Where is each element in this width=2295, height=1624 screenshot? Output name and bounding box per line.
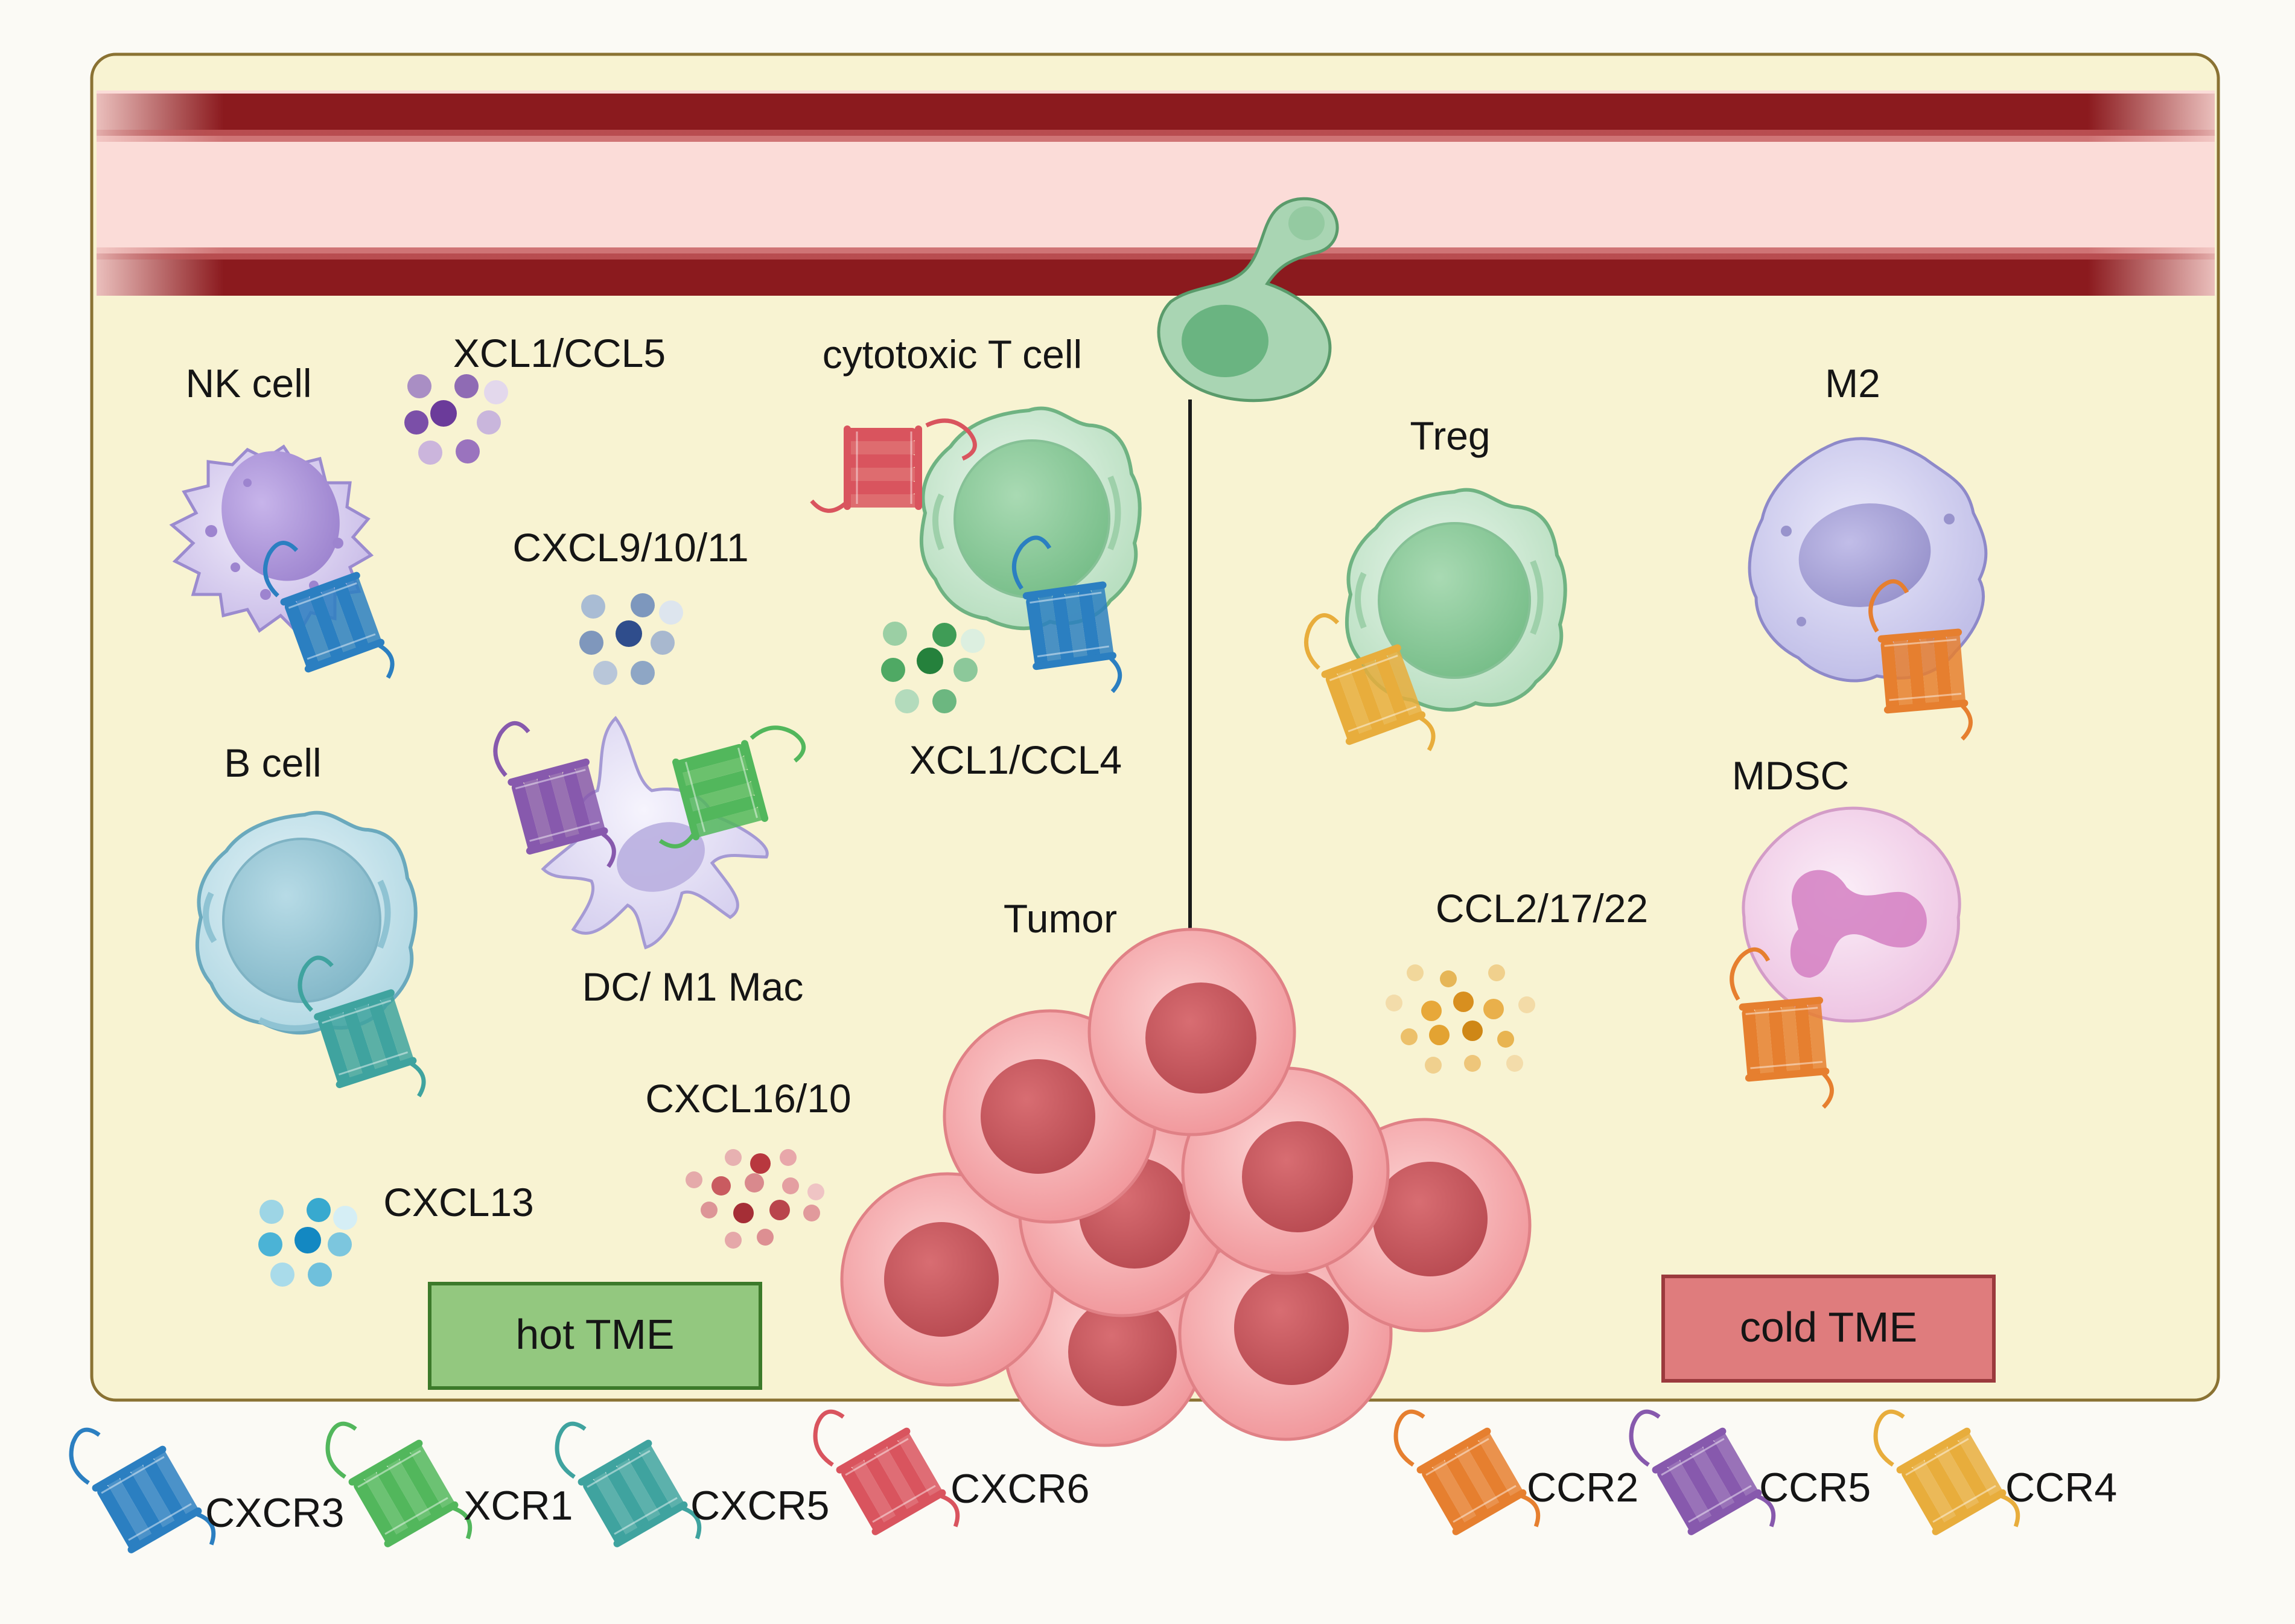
legend: CXCR3 XCR1 CXCR5 CXCR6 CCR2 CCR5 CCR4: [60, 1380, 2117, 1585]
legend-item-cxcr6: CXCR6: [804, 1380, 1090, 1567]
chemokine-dots-cxcl16-10: [686, 1149, 824, 1249]
tumor-cell: [1087, 928, 1296, 1136]
cytotoxic-t-cell: [922, 409, 1140, 629]
vessel-wall-bottom: [97, 253, 2215, 296]
dc-m1-macrophage: [541, 716, 769, 950]
xcl1-ccl4-label: XCL1/CCL4: [909, 737, 1122, 782]
hot-tme-box: hot TME: [428, 1282, 762, 1390]
chemokine-dots-xcl1-ccl5: [404, 374, 508, 465]
hot-tme-label: hot TME: [515, 1311, 674, 1358]
cxcl13-label: CXCL13: [383, 1180, 533, 1224]
legend-label: XCR1: [463, 1483, 573, 1529]
cxcl16-10-label: CXCL16/10: [645, 1076, 851, 1121]
nk-cell-label: NK cell: [185, 361, 311, 406]
nk-cell: [169, 444, 374, 637]
legend-item-ccr4: CCR4: [1865, 1380, 2117, 1567]
extravasating-t-cell: [1157, 197, 1339, 403]
ccl2-17-22-label: CCL2/17/22: [1436, 886, 1648, 931]
b-cell: [197, 813, 416, 1033]
legend-item-cxcr5: CXCR5: [546, 1392, 830, 1579]
mdsc-cell: [1742, 806, 1961, 1023]
chemokine-dots-cxcl13: [258, 1198, 357, 1287]
tumor-cluster: [840, 928, 1532, 1447]
chemokine-dots-ccl2-17-22: [1386, 964, 1535, 1074]
b-cell-label: B cell: [224, 740, 321, 785]
tumor-label: Tumor: [1004, 896, 1117, 941]
legend-label: CCR5: [1759, 1465, 1871, 1511]
m2-label: M2: [1825, 361, 1880, 406]
cold-tme-box: cold TME: [1661, 1275, 1996, 1383]
legend-item-xcr1: XCR1: [317, 1392, 573, 1579]
legend-item-cxcr3: CXCR3: [60, 1398, 345, 1585]
legend-label: CXCR5: [690, 1483, 830, 1529]
legend-label: CCR2: [1527, 1465, 1638, 1511]
legend-item-ccr2: CCR2: [1385, 1380, 1638, 1567]
legend-label: CXCR3: [205, 1490, 345, 1536]
legend-item-ccr5: CCR5: [1620, 1380, 1871, 1567]
treg-label: Treg: [1410, 413, 1490, 458]
ctl-label: cytotoxic T cell: [823, 332, 1082, 377]
legend-label: CCR4: [2005, 1465, 2117, 1511]
cxcl9-10-11-label: CXCL9/10/11: [512, 525, 748, 570]
xcl1-ccl5-label: XCL1/CCL5: [453, 331, 666, 375]
legend-label: CXCR6: [950, 1466, 1090, 1512]
dc-m1-label: DC/ M1 Mac: [582, 964, 804, 1009]
mdsc-label: MDSC: [1732, 753, 1849, 798]
treg-cell: [1347, 490, 1565, 710]
chemokine-dots-cxcl9-10-11: [579, 593, 683, 685]
tumor-cell: [840, 1172, 1055, 1387]
vessel-wall-top: [97, 94, 2215, 136]
cold-tme-label: cold TME: [1740, 1304, 1917, 1351]
chemokine-dots-xcl1-ccl4: [881, 622, 985, 713]
blood-vessel: [97, 91, 2215, 296]
